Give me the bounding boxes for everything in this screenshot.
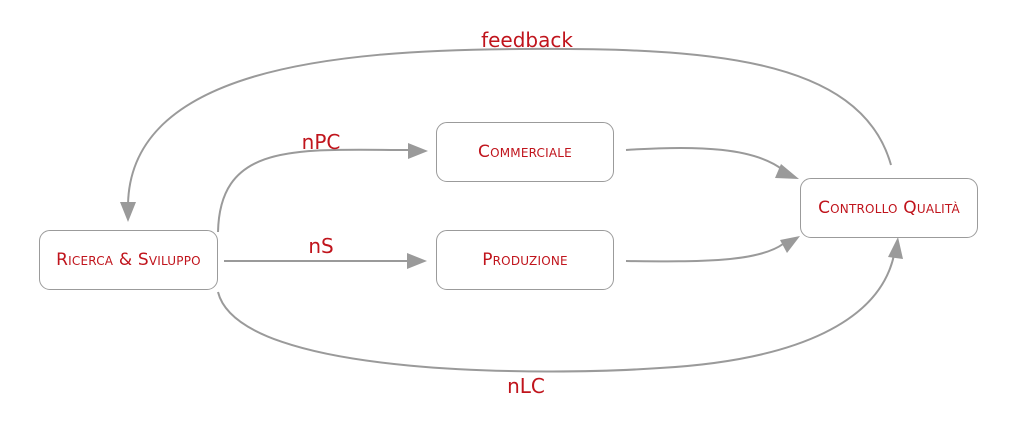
node-produzione-label: Produzione <box>482 250 568 270</box>
edge-npc <box>217 143 428 233</box>
edge-label-feedback: feedback <box>481 28 573 52</box>
edge-nlc <box>217 237 903 373</box>
edge-produzione-to-qualita <box>625 236 800 263</box>
node-controllo-qualita: Controllo Qualità <box>800 178 978 238</box>
node-ricerca-sviluppo: Ricerca & Sviluppo <box>39 230 218 290</box>
edge-ns <box>224 253 427 269</box>
edge-label-npc: nPC <box>301 130 341 154</box>
node-commerciale-label: Commerciale <box>478 142 572 162</box>
edge-commerciale-to-qualita <box>625 146 799 179</box>
node-commerciale: Commerciale <box>436 122 614 182</box>
node-ricerca-sviluppo-label: Ricerca & Sviluppo <box>56 250 201 270</box>
node-produzione: Produzione <box>436 230 614 290</box>
edge-feedback <box>120 47 892 222</box>
edge-label-ns: nS <box>308 234 334 258</box>
node-controllo-qualita-label: Controllo Qualità <box>818 198 960 218</box>
edge-label-nlc: nLC <box>507 374 545 398</box>
